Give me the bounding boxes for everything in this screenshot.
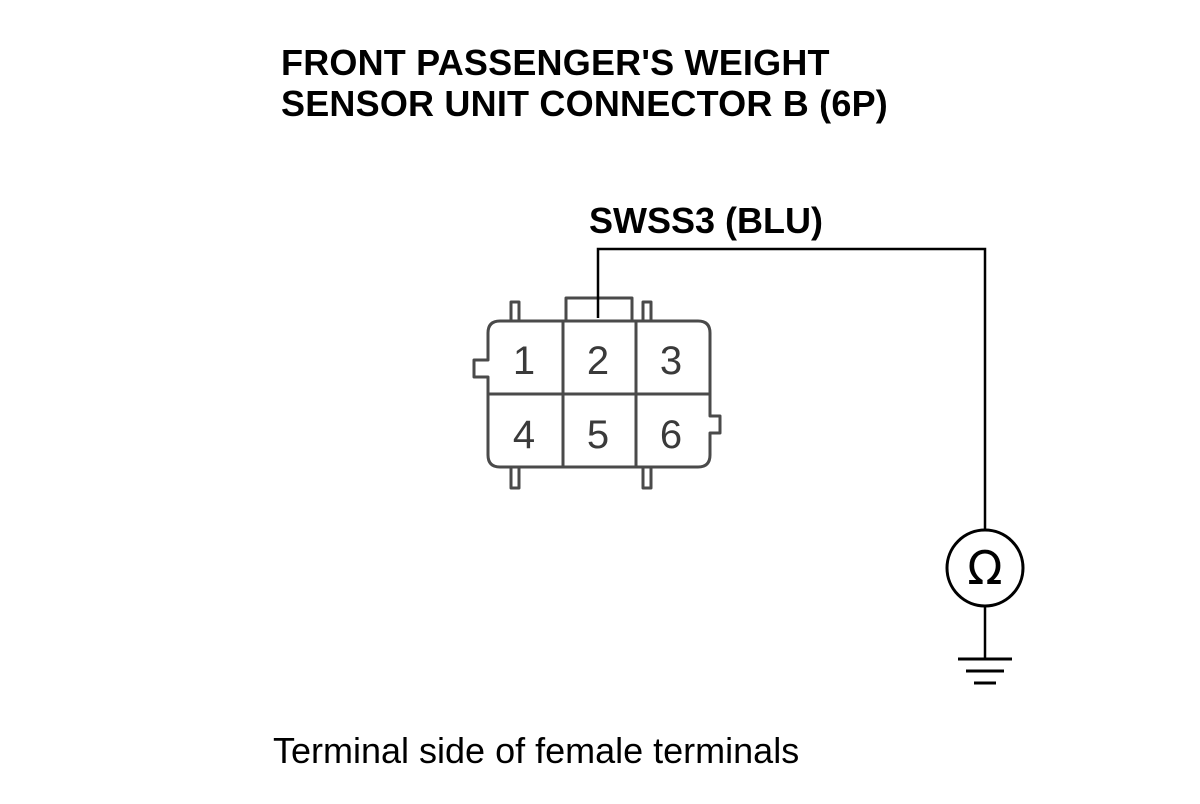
diagram-title: FRONT PASSENGER'S WEIGHT SENSOR UNIT CON… <box>281 42 888 124</box>
terminal-4: 4 <box>513 413 535 457</box>
terminal-3: 3 <box>660 339 682 383</box>
terminal-1: 1 <box>513 339 535 383</box>
diagram-caption: Terminal side of female terminals <box>273 730 800 771</box>
terminal-6: 6 <box>660 413 682 457</box>
ohmmeter-icon: Ω <box>945 528 1025 608</box>
ground-icon <box>958 606 1012 685</box>
test-lead-wire <box>596 247 987 529</box>
terminal-5: 5 <box>587 413 609 457</box>
connector-housing <box>472 296 722 490</box>
wire-label: SWSS3 (BLU) <box>589 200 823 241</box>
diagram-title-line-2: SENSOR UNIT CONNECTOR B (6P) <box>281 83 888 124</box>
ohm-symbol: Ω <box>967 541 1002 595</box>
terminal-2: 2 <box>587 339 609 383</box>
diagram-title-line-1: FRONT PASSENGER'S WEIGHT <box>281 42 830 83</box>
